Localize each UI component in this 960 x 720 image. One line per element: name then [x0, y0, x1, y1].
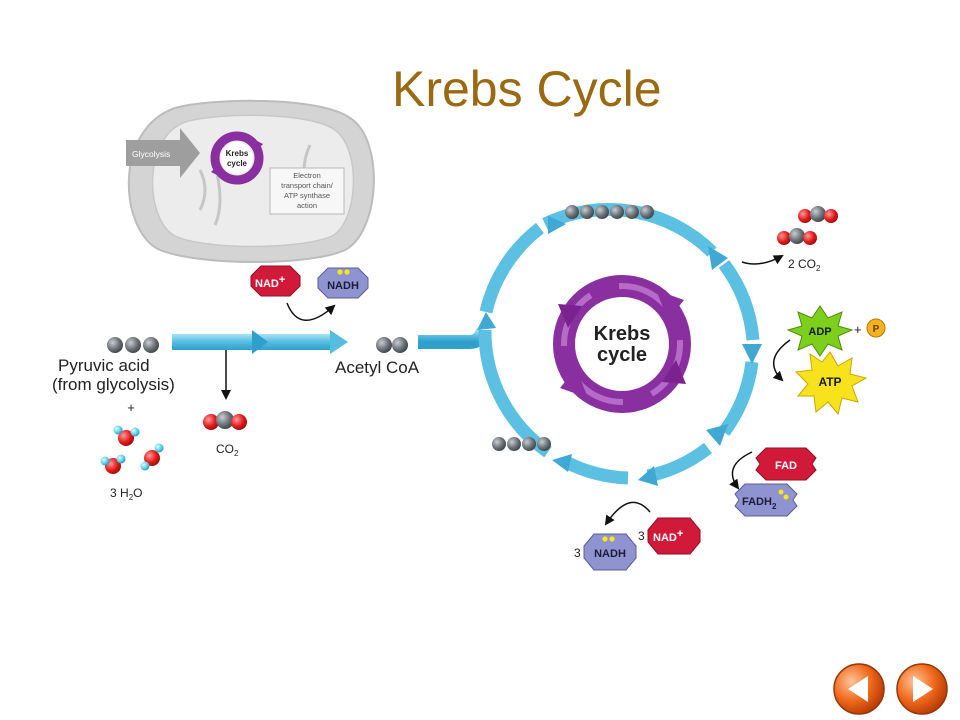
six-carbon-molecule: [565, 205, 654, 219]
adp-plus: +: [854, 322, 862, 337]
left-arrow-icon: [848, 676, 868, 702]
svg-text:NAD+: NAD+: [255, 274, 285, 290]
phosphate: P: [866, 318, 886, 338]
cycle-label-2: cycle: [597, 344, 647, 366]
nadh-bottom-coeff: 3: [574, 546, 581, 560]
inset-glycolysis-label: Glycolysis: [132, 149, 170, 159]
co2-label-left: CO2: [216, 442, 239, 458]
acetyl-to-cycle-arrow: [418, 327, 490, 349]
inset-krebs-label-1: Krebs: [226, 149, 249, 158]
right-arrow-icon: [913, 676, 933, 702]
svg-text:NADH: NADH: [594, 548, 626, 560]
svg-text:P: P: [873, 324, 880, 335]
pyruvic-acid-label: Pyruvic acid: [58, 356, 150, 375]
acetyl-coa-molecule: [376, 337, 408, 353]
cycle-arrowheads: [477, 216, 762, 486]
mitochondrion-inset: Glycolysis Krebs cycle Electron transpor…: [126, 99, 375, 263]
nadh-bottom: NADH: [583, 533, 637, 571]
co2-molecule-left: [203, 411, 247, 430]
svg-text:ATP: ATP: [818, 375, 841, 389]
inset-etc-line-3: ATP synthase: [284, 191, 330, 200]
svg-text:NADH: NADH: [327, 280, 359, 292]
adp-burst: ADP: [786, 305, 854, 357]
svg-text:FAD: FAD: [775, 460, 797, 472]
svg-text:ADP: ADP: [808, 326, 831, 338]
previous-slide-button[interactable]: [833, 663, 885, 715]
fadh2: FADH2: [734, 483, 798, 517]
svg-text:NAD+: NAD+: [653, 528, 683, 544]
nad-plus-bottom: NAD+: [647, 517, 701, 555]
co2-release-arrow-right: [741, 255, 784, 265]
plus-sign: +: [127, 400, 135, 415]
co2-molecules-right: [777, 206, 838, 245]
acetyl-coa-label: Acetyl CoA: [335, 358, 420, 377]
nad-reduction-arrow-top: [286, 302, 336, 321]
water-label: 3 H2O: [110, 486, 142, 502]
fad: FAD: [755, 447, 817, 481]
co2-label-right: 2 CO2: [788, 257, 821, 273]
nad-reduction-arrow-bottom: [604, 501, 651, 526]
inset-etc-line-1: Electron: [293, 171, 321, 180]
water-molecules: [100, 425, 164, 474]
nadh-top: NADH: [317, 267, 369, 299]
svg-text:FADH2: FADH2: [742, 496, 777, 511]
fad-reduction-arrow: [729, 451, 753, 490]
four-carbon-molecule: [492, 437, 551, 451]
inset-etc-line-2: transport chain/: [281, 181, 334, 190]
atp-formation-arrow: [772, 339, 791, 382]
krebs-center-swirl: [553, 275, 691, 413]
nad-bottom-coeff: 3: [638, 529, 645, 543]
pyruvate-molecule: [107, 337, 159, 353]
inset-etc-line-4: action: [297, 201, 317, 210]
inset-krebs-label-2: cycle: [227, 159, 248, 168]
from-glycolysis-label: (from glycolysis): [52, 375, 175, 394]
nad-plus-top: NAD+: [250, 265, 301, 297]
pyruvate-to-acetyl-arrow: [172, 330, 348, 354]
atp-burst: ATP: [794, 351, 868, 416]
page-title: Krebs Cycle: [392, 61, 662, 117]
next-slide-button[interactable]: [896, 663, 948, 715]
cycle-label-1: Krebs: [594, 323, 651, 345]
